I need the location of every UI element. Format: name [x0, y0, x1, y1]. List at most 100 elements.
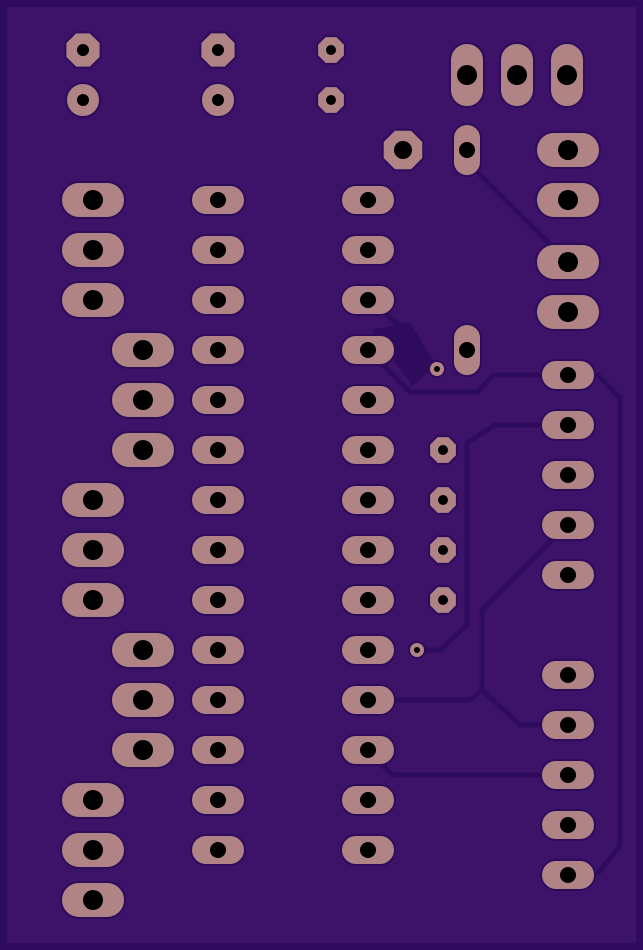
trace-4 [414, 422, 571, 653]
pad-oval [449, 42, 485, 108]
pad-drill [360, 292, 376, 308]
pad-drill [212, 94, 224, 106]
pad-drill [507, 65, 527, 85]
pad-oval [340, 684, 396, 716]
pad-oval [540, 559, 596, 591]
pad-oval [190, 634, 246, 666]
pad-drill [210, 592, 226, 608]
pad-oval [60, 181, 126, 219]
pad-oval [535, 131, 601, 169]
pad-oval [190, 534, 246, 566]
pad-oval [60, 831, 126, 869]
pad-drill [210, 542, 226, 558]
pad-octagon [428, 535, 458, 565]
pad-drill [212, 44, 224, 56]
pad-drill [133, 740, 153, 760]
pad-drill [394, 141, 412, 159]
pad-drill [438, 445, 448, 455]
pad-drill [360, 842, 376, 858]
pad-oval [535, 243, 601, 281]
pad-drill [83, 890, 103, 910]
trace-3 [365, 347, 623, 878]
pad-oval [540, 459, 596, 491]
pad-oval [190, 734, 246, 766]
pad-oval [340, 284, 396, 316]
pad-drill [560, 667, 576, 683]
pad-octagon [428, 485, 458, 515]
pad-oval [60, 231, 126, 269]
pad-drill [210, 492, 226, 508]
pad-drill [560, 367, 576, 383]
pad-drill [360, 492, 376, 508]
pad-drill [560, 567, 576, 583]
pad-octagon [428, 585, 458, 615]
pad-drill [459, 142, 475, 158]
pad-drill [360, 792, 376, 808]
pad-drill [83, 540, 103, 560]
pad-oval [60, 881, 126, 919]
pad-oval [540, 509, 596, 541]
pad-oval [540, 359, 596, 391]
pad-drill [210, 242, 226, 258]
pad-oval [540, 409, 596, 441]
pad-drill [210, 642, 226, 658]
pad-drill [326, 95, 336, 105]
pad-drill [210, 392, 226, 408]
pad-drill [210, 342, 226, 358]
pad-drill [360, 392, 376, 408]
pad-oval [452, 323, 482, 377]
pad-drill [457, 65, 477, 85]
pad-drill [360, 692, 376, 708]
pad-drill [438, 595, 448, 605]
pad-oval [340, 184, 396, 216]
pad-oval [190, 184, 246, 216]
pad-drill [77, 94, 89, 106]
pad-drill [83, 490, 103, 510]
pad-drill [560, 467, 576, 483]
pad-round [65, 82, 101, 118]
pad-octagon [316, 85, 346, 115]
pad-oval [535, 181, 601, 219]
pad-drill [560, 767, 576, 783]
pads-layer [60, 31, 601, 919]
pad-drill [133, 440, 153, 460]
via [428, 360, 446, 378]
pad-oval [340, 434, 396, 466]
pad-oval [190, 284, 246, 316]
pad-drill [133, 690, 153, 710]
via-drill [434, 366, 440, 372]
pad-drill [83, 790, 103, 810]
pad-drill [360, 742, 376, 758]
pad-drill [560, 417, 576, 433]
pad-drill [133, 340, 153, 360]
pad-drill [557, 65, 577, 85]
vias-layer [408, 360, 446, 659]
pad-oval [540, 709, 596, 741]
pad-oval [190, 784, 246, 816]
pad-oval [340, 734, 396, 766]
pad-drill [360, 642, 376, 658]
pad-drill [558, 302, 578, 322]
pad-oval [535, 293, 601, 331]
pad-oval [190, 684, 246, 716]
pad-drill [438, 495, 448, 505]
via-drill [414, 647, 420, 653]
pad-oval [190, 834, 246, 866]
pad-oval [190, 484, 246, 516]
pad-oval [452, 123, 482, 177]
pad-oval [110, 731, 176, 769]
pad-drill [326, 45, 336, 55]
pad-oval [110, 431, 176, 469]
pad-drill [83, 190, 103, 210]
pad-oval [340, 334, 396, 366]
pad-octagon [428, 435, 458, 465]
pad-drill [360, 592, 376, 608]
pad-oval [340, 234, 396, 266]
pad-octagon [64, 31, 102, 69]
pad-oval [60, 781, 126, 819]
pad-oval [190, 234, 246, 266]
pad-drill [210, 792, 226, 808]
pad-octagon [316, 35, 346, 65]
pad-oval [340, 534, 396, 566]
